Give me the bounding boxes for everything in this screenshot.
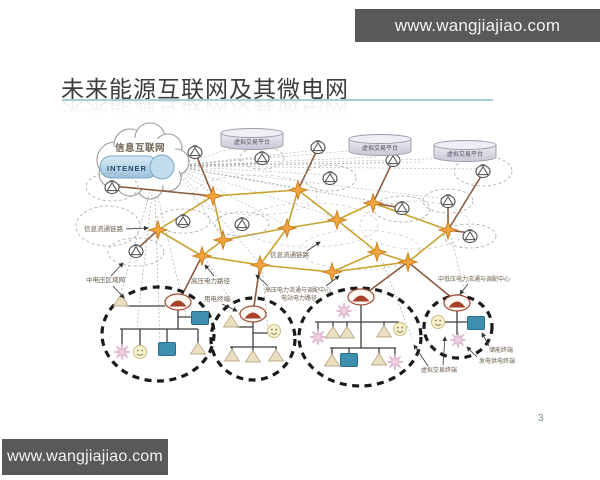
router-node xyxy=(438,220,458,240)
consumer-icon xyxy=(431,315,445,329)
page-title: 未来能源互联网及其微电网 xyxy=(61,76,349,102)
label-hv-dispatch-center: 高压电力流通与调配中心 xyxy=(265,286,331,294)
microgrid-3 xyxy=(297,286,423,388)
load-icon xyxy=(339,326,355,339)
antenna-icon xyxy=(175,213,191,229)
antenna-icon xyxy=(187,144,203,160)
router-node xyxy=(288,180,308,200)
router-node xyxy=(250,255,270,275)
transformer-icon xyxy=(239,305,267,323)
watermark-bottom: www.wangjiajiao.com xyxy=(2,439,168,475)
label-info-link-left: 信息流通链路 xyxy=(84,224,124,233)
generator-icon xyxy=(449,331,467,349)
router-node xyxy=(192,246,212,266)
microgrid-trees xyxy=(120,305,470,356)
power-links-olive xyxy=(157,189,449,273)
antenna-icon xyxy=(440,193,456,209)
router-node xyxy=(398,252,418,272)
antenna-icon xyxy=(394,200,410,216)
generator-icon xyxy=(309,328,327,346)
platform-label-2: 虚拟交易平台 xyxy=(362,144,398,152)
router-node xyxy=(322,262,342,282)
load-icon xyxy=(190,342,206,355)
antenna-icon xyxy=(234,216,250,232)
watermark-bottom-text: www.wangjiajiao.com xyxy=(7,448,163,465)
storage-icon xyxy=(158,342,176,356)
antenna-icon xyxy=(322,170,338,186)
cylinder-icon xyxy=(348,134,412,156)
storage-icon xyxy=(340,353,358,367)
platform-label-3: 虚拟交易平台 xyxy=(447,150,483,158)
cell-ellipses xyxy=(75,146,513,267)
storage-icon xyxy=(467,316,485,330)
label-storage-terminal: 储能终端 xyxy=(489,346,513,354)
diagram-labels: 信息流通链路 中电压区域网 高压电力路径 用电终端 信息流通链路 高压电力流通与… xyxy=(84,224,515,374)
title-underline xyxy=(62,99,493,101)
load-icon xyxy=(376,325,392,338)
generator-icon xyxy=(386,353,404,371)
antenna-icon xyxy=(254,150,270,166)
watermark-top: www.wangjiajiao.com xyxy=(355,9,600,42)
label-virtual-trade-terminal: 虚拟交易终端 xyxy=(421,366,457,374)
load-icon xyxy=(223,315,239,328)
load-icon xyxy=(324,354,340,367)
watermark-top-text: www.wangjiajiao.com xyxy=(394,15,561,35)
storage-icon xyxy=(191,311,209,325)
cylinder-icon xyxy=(433,140,497,162)
page-number: 3 xyxy=(538,413,544,424)
antenna-icon xyxy=(475,163,491,179)
platform-label-1: 虚拟交易平台 xyxy=(234,138,270,146)
microgrid-1 xyxy=(100,285,216,383)
generator-icon xyxy=(113,343,131,361)
label-station-power-path: 电站电力路径 xyxy=(281,294,317,302)
router-nodes xyxy=(148,180,458,282)
microgrid-boundaries xyxy=(100,285,494,388)
cloud-label: 信息互联网 xyxy=(115,142,165,154)
transformer-icon xyxy=(164,293,192,311)
transformer-icon xyxy=(443,294,471,312)
label-mlv-dispatch-center: 中低压电力流通与调配中心 xyxy=(438,275,510,283)
router-node xyxy=(363,193,383,213)
antenna-icon xyxy=(310,139,326,155)
antenna-icon xyxy=(462,228,478,244)
consumer-icon xyxy=(393,322,407,336)
consumer-icon xyxy=(133,345,147,359)
router-node xyxy=(213,230,233,250)
consumer-icon xyxy=(267,324,281,338)
info-fan-lines xyxy=(173,143,482,262)
load-icon xyxy=(245,350,261,363)
load-icon xyxy=(268,349,284,362)
router-node xyxy=(327,210,347,230)
label-generation-terminal: 发电供电终端 xyxy=(479,357,515,365)
microgrid-2 xyxy=(209,296,297,382)
load-icon xyxy=(224,349,240,362)
transformer-icon xyxy=(347,288,375,306)
label-mv-regional-network: 中电压区域网 xyxy=(86,275,125,284)
label-hv-power-path: 高压电力路径 xyxy=(191,276,231,285)
trading-platforms: 虚拟交易平台 虚拟交易平台 虚拟交易平台 xyxy=(220,128,497,162)
internet-label: INTENER xyxy=(107,164,147,173)
label-info-link-mid: 信息流通链路 xyxy=(270,250,310,259)
label-consumer-terminal: 用电终端 xyxy=(204,294,231,303)
generator-icon xyxy=(335,302,353,320)
info-internet-cloud: 信息互联网 INTENER xyxy=(96,122,190,200)
cylinder-icon xyxy=(220,128,284,150)
load-icon xyxy=(113,294,129,307)
router-node xyxy=(277,218,297,238)
load-icon xyxy=(325,326,341,339)
router-node xyxy=(367,242,387,262)
load-icon xyxy=(371,353,387,366)
